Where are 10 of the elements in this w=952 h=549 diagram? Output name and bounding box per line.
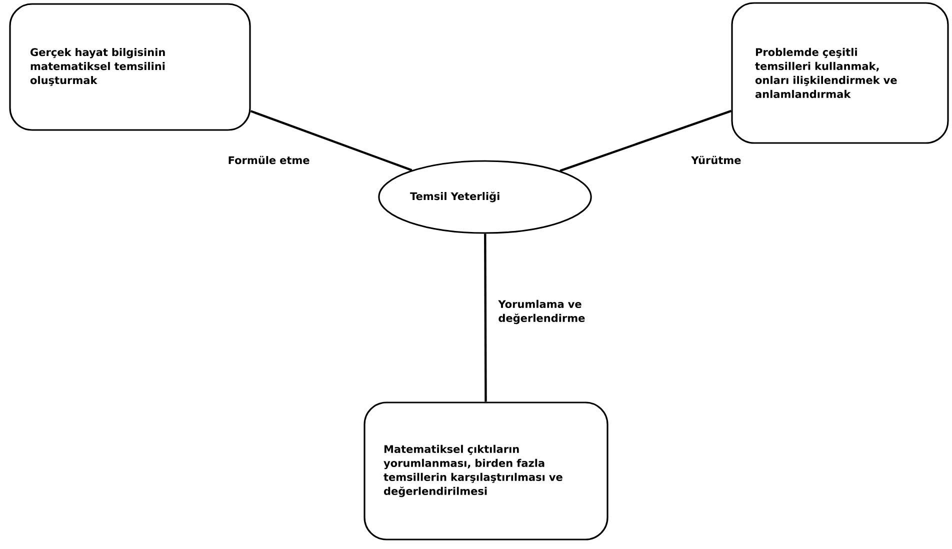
connector-line xyxy=(560,110,732,172)
edge-label: Formüle etme xyxy=(228,156,310,164)
rounded-box: Gerçek hayat bilgisinin matematiksel temsilini oluşturmak xyxy=(9,3,251,131)
rounded-box: Problemde çeşitli temsilleri kullanmak, onları ilişkilendirmek ve anlamlandırmak xyxy=(731,2,949,144)
connector-line xyxy=(250,110,412,172)
edge-label: Yürütme xyxy=(691,156,741,164)
ellipse-node: Temsil Yeterliği xyxy=(378,160,592,234)
edge-label: Yorumlama ve değerlendirme xyxy=(498,300,585,324)
rounded-box: Matematiksel çıktıların yorumlanması, birden fazla temsillerin karşılaştırılması ve değerlendirilmesi xyxy=(364,402,608,540)
connector-line xyxy=(484,234,487,402)
